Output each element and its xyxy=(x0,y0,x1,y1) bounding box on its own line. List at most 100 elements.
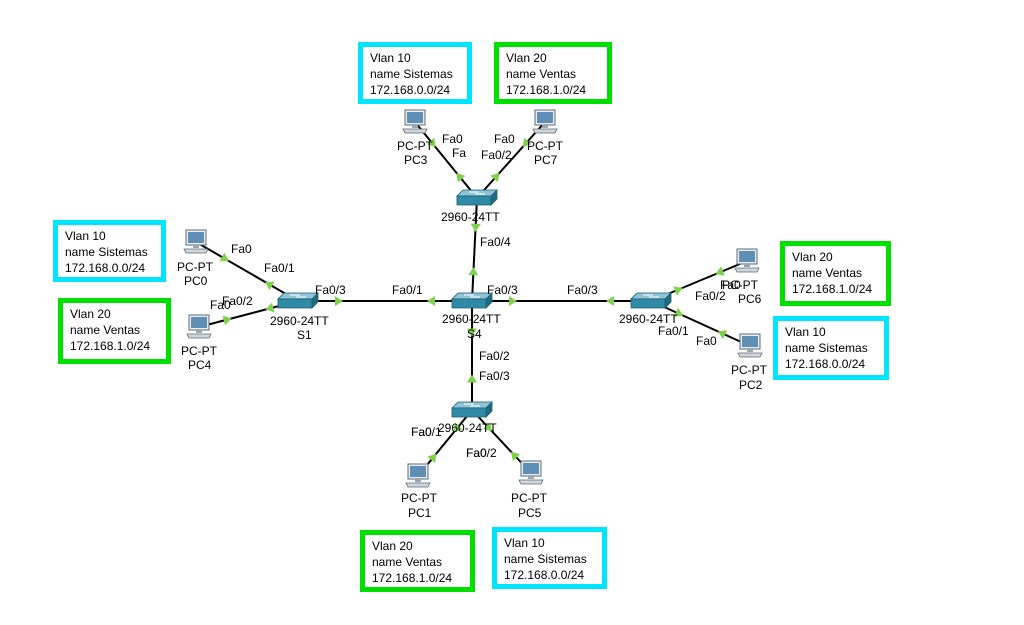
switch-s4[interactable] xyxy=(451,292,493,309)
port-label: Fa0/1 xyxy=(264,261,295,275)
pc-name-label: PC1 xyxy=(408,506,432,520)
link-pc2-s5[interactable] xyxy=(650,300,751,347)
note-name: name Sistemas xyxy=(504,552,587,566)
port-label: Fa0 xyxy=(210,298,231,312)
switch-s2[interactable] xyxy=(451,401,493,418)
link-light-pc3 xyxy=(426,137,436,148)
pc-type-label: PC-PT xyxy=(397,139,434,153)
note-network: 172.168.0.0/24 xyxy=(785,357,866,371)
pc-name-label: PC0 xyxy=(184,274,208,288)
link-light-s2 xyxy=(482,422,492,432)
port-label: Fa0 xyxy=(696,334,717,348)
pc-pc1[interactable] xyxy=(405,463,431,488)
link-light-s5 xyxy=(673,286,683,296)
port-label: Fa0/2 xyxy=(222,294,253,308)
vlan-note-left-lower[interactable]: Vlan 20 name Ventas 172.168.1.0/24 xyxy=(58,298,171,364)
link-light-s3 xyxy=(490,172,500,183)
pc-pc0[interactable] xyxy=(183,229,209,254)
pc-type-label: PC-PT xyxy=(181,344,218,358)
vlan-note-left-upper[interactable]: Vlan 10 name Sistemas 172.168.0.0/24 xyxy=(53,220,166,282)
port-label: Fa0 xyxy=(466,446,487,460)
devices-layer xyxy=(183,109,763,488)
port-label: Fa0/2 xyxy=(695,289,726,303)
note-name: name Ventas xyxy=(792,266,863,280)
link-light-pc0 xyxy=(219,252,229,262)
note-network: 172.168.1.0/24 xyxy=(792,282,873,296)
note-name: name Sistemas xyxy=(785,341,868,355)
link-light-pc2 xyxy=(717,330,728,340)
link-light-pc7 xyxy=(522,137,532,148)
port-label: Fa0/2 xyxy=(466,446,497,460)
link-light-pc1 xyxy=(427,453,437,464)
pc-type-label: PC-PT xyxy=(731,363,768,377)
link-light-s3 xyxy=(456,172,466,183)
vlan-note-right-lower[interactable]: Vlan 10 name Sistemas 172.168.0.0/24 xyxy=(773,316,889,380)
vlan-note-bottom-right[interactable]: Vlan 10 name Sistemas 172.168.0.0/24 xyxy=(492,527,607,589)
pc-name-label: PC6 xyxy=(738,292,762,306)
switch-model-label: 2960-24TT xyxy=(441,210,500,224)
pc-type-label: PC-PT xyxy=(527,139,564,153)
pc-name-label: PC3 xyxy=(404,153,428,167)
vlan-note-top-right[interactable]: Vlan 20 name Ventas 172.168.1.0/24 xyxy=(494,42,612,104)
pc-pc3[interactable] xyxy=(402,109,428,134)
pc-name-label: PC5 xyxy=(518,506,542,520)
port-label: Fa0/4 xyxy=(480,235,511,249)
link-light-s4 xyxy=(509,296,517,306)
link-pc0-s1[interactable] xyxy=(195,241,299,302)
vlan-note-right-upper[interactable]: Vlan 20 name Ventas 172.168.1.0/24 xyxy=(780,241,891,306)
link-light-s4 xyxy=(467,328,477,337)
links-layer xyxy=(195,121,751,477)
pc-pc7[interactable] xyxy=(532,109,558,134)
port-label: Fa0/2 xyxy=(481,148,512,162)
note-vlan: Vlan 10 xyxy=(785,325,826,339)
link-light-s2 xyxy=(467,374,477,383)
link-pc3-s3[interactable] xyxy=(414,121,478,199)
port-label: Fa xyxy=(452,146,466,160)
note-name: name Ventas xyxy=(70,323,141,337)
pc-pc5[interactable] xyxy=(518,460,544,485)
pc-type-label: PC-PT xyxy=(511,491,548,505)
link-light-pc4 xyxy=(222,315,232,326)
port-label: Fa0/1 xyxy=(411,425,442,439)
note-vlan: Vlan 20 xyxy=(372,539,413,553)
note-vlan: Vlan 20 xyxy=(70,307,111,321)
note-name: name Sistemas xyxy=(65,245,148,259)
switch-s5[interactable] xyxy=(630,292,672,309)
note-network: 172.168.1.0/24 xyxy=(372,571,453,585)
pc-name-label: PC2 xyxy=(739,378,763,392)
note-vlan: Vlan 20 xyxy=(506,51,547,65)
note-network: 172.168.1.0/24 xyxy=(70,339,151,353)
note-network: 172.168.1.0/24 xyxy=(506,83,587,97)
note-name: name Ventas xyxy=(506,67,577,81)
link-light-s3 xyxy=(470,223,481,232)
switch-s3[interactable] xyxy=(456,189,498,206)
port-label: Fa0/2 xyxy=(479,349,510,363)
link-light-s1 xyxy=(335,296,343,306)
port-label: Fa0 xyxy=(411,425,432,439)
pc-type-label: PC-PT xyxy=(177,260,214,274)
pc-name-label: PC4 xyxy=(188,358,212,372)
link-s4-s3[interactable] xyxy=(471,197,478,302)
switch-model-label: 2960-24TT xyxy=(438,421,497,435)
note-vlan: Vlan 10 xyxy=(65,229,106,243)
port-label: Fa0 xyxy=(231,242,252,256)
link-pc7-s3[interactable] xyxy=(476,121,546,199)
pc-pc6[interactable] xyxy=(734,248,760,273)
port-label: Fa0/1 xyxy=(658,324,689,338)
port-label: Fa0/3 xyxy=(479,369,510,383)
port-label: Fa0 xyxy=(442,132,463,146)
switch-name-label: S4 xyxy=(467,327,482,341)
note-vlan: Vlan 10 xyxy=(370,51,411,65)
link-light-pc6 xyxy=(715,266,725,276)
pc-pc4[interactable] xyxy=(186,314,212,339)
port-label: Fa0 xyxy=(720,278,741,292)
switch-s1[interactable] xyxy=(277,292,319,309)
pc-pc2[interactable] xyxy=(737,333,763,358)
switch-model-label: 2960-24TT xyxy=(619,312,678,326)
switch-name-label: S1 xyxy=(297,328,312,342)
vlan-note-bottom-left[interactable]: Vlan 20 name Ventas 172.168.1.0/24 xyxy=(360,530,475,592)
vlan-note-top-left[interactable]: Vlan 10 name Sistemas 172.168.0.0/24 xyxy=(358,42,472,104)
switch-model-label: 2960-24TT xyxy=(442,312,501,326)
